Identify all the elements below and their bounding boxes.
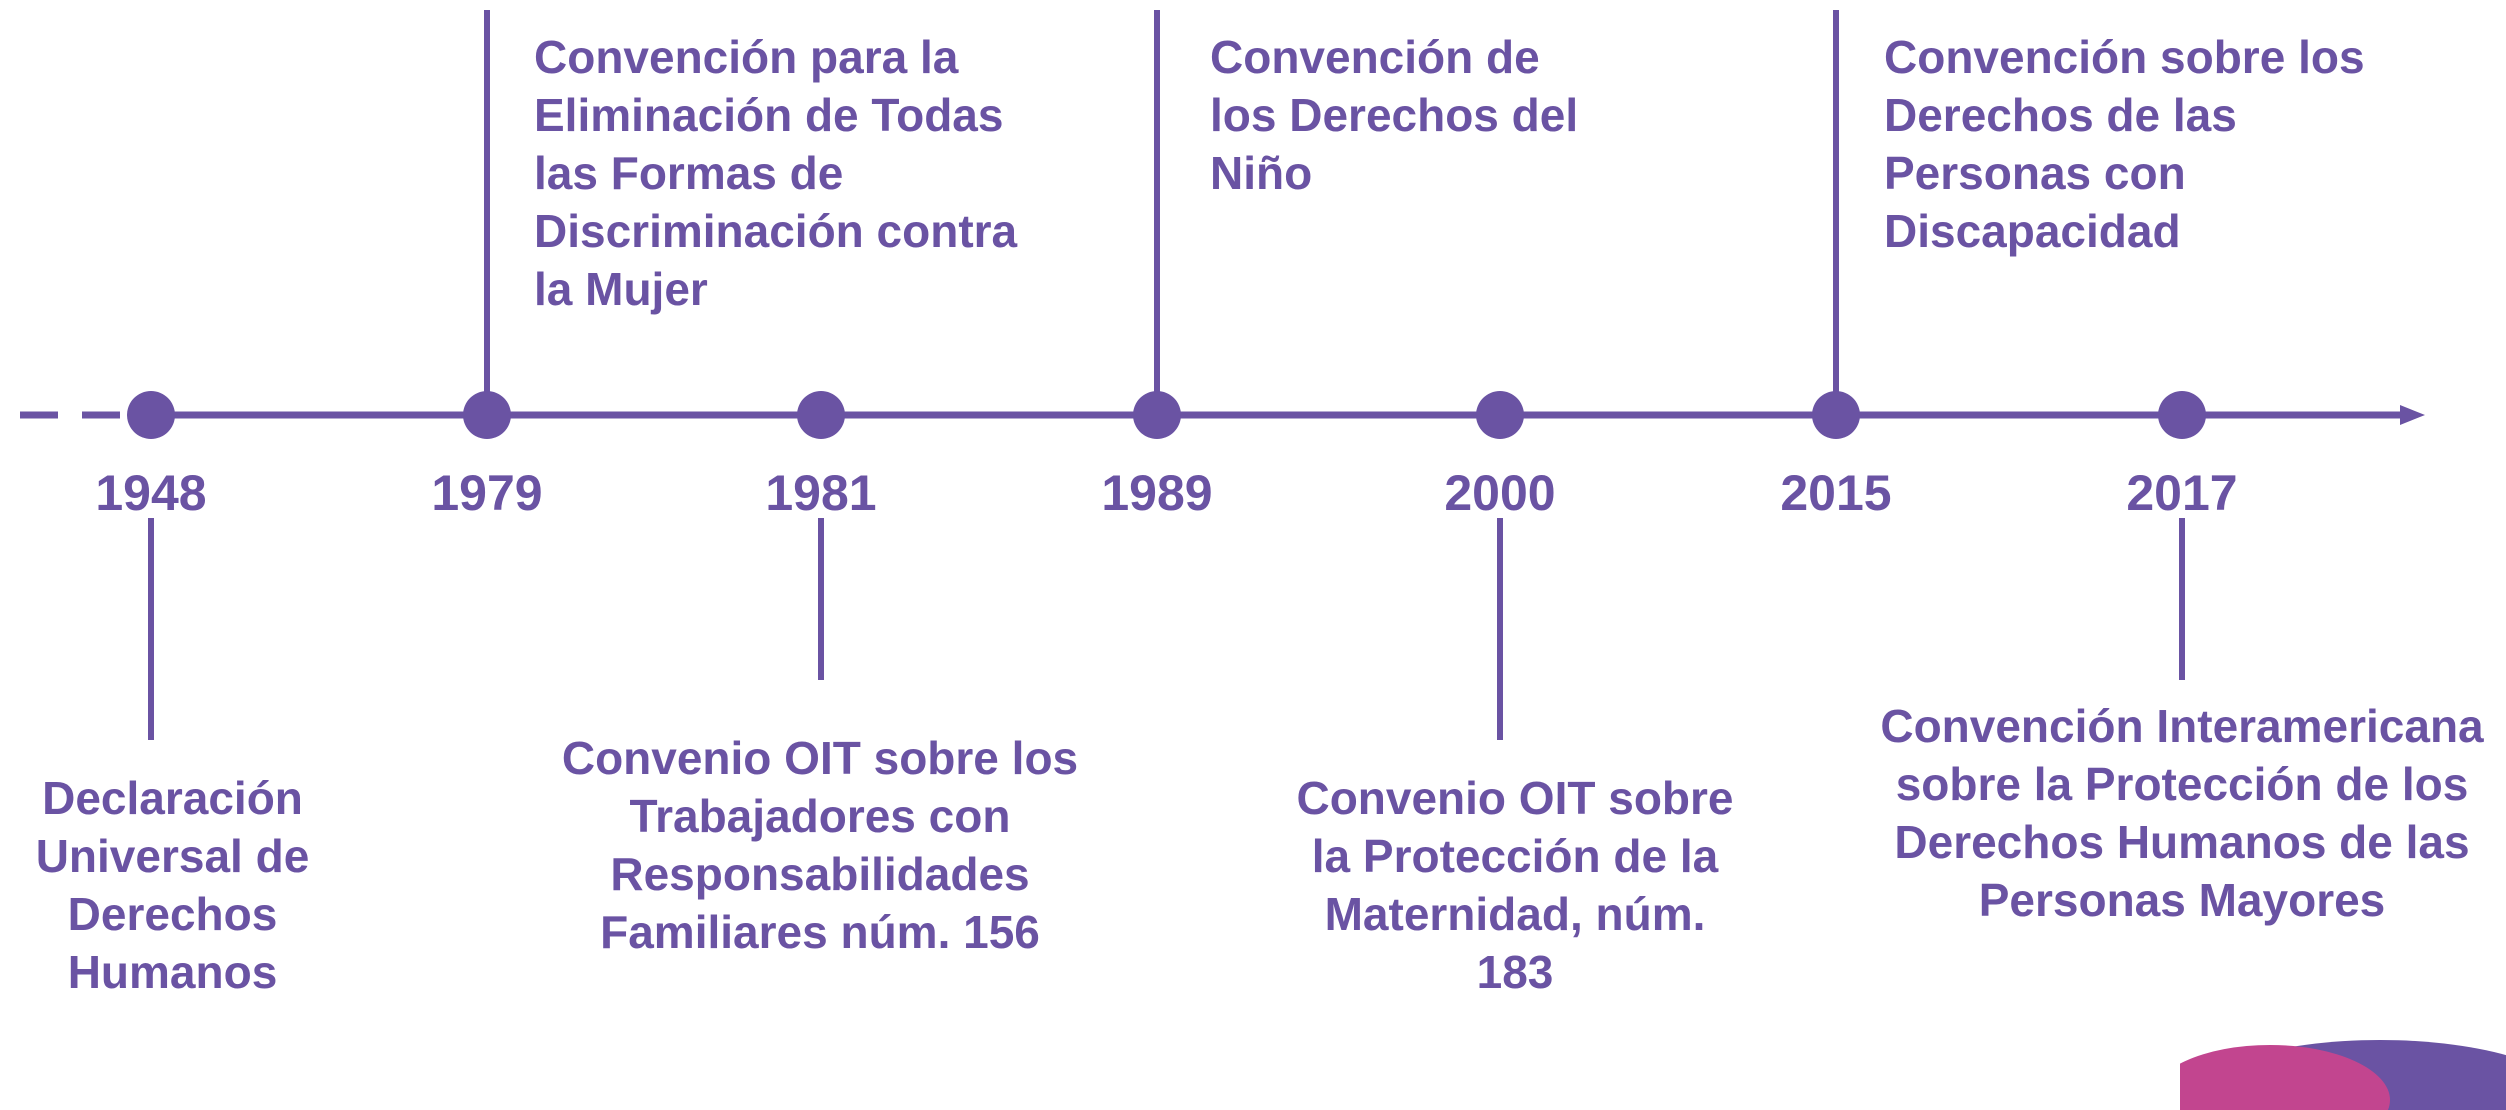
milestone-dot-1948 (127, 391, 175, 439)
event-label-1979: Convención para la Eliminación de Todas … (534, 31, 1018, 315)
year-label-2000: 2000 (1444, 465, 1556, 521)
year-label-1981: 1981 (765, 465, 877, 521)
milestone-dot-2017 (2158, 391, 2206, 439)
event-label-1981: Convenio OIT sobre los Trabajadores con … (561, 732, 1079, 958)
event-label-1948: Declaración Universal de Derechos Humano… (35, 772, 310, 998)
milestone-dot-1981 (797, 391, 845, 439)
year-label-1989: 1989 (1101, 465, 1213, 521)
decorative-arc (2180, 1040, 2506, 1110)
timeline-arrowhead (2400, 405, 2425, 425)
event-label-2000: Convenio OIT sobre la Protección de la M… (1296, 772, 1734, 998)
year-label-2017: 2017 (2126, 465, 2238, 521)
milestone-dot-1979 (463, 391, 511, 439)
year-label-1948: 1948 (95, 465, 207, 521)
milestone-dot-1989 (1133, 391, 1181, 439)
year-label-2015: 2015 (1780, 465, 1892, 521)
milestone-dot-2015 (1812, 391, 1860, 439)
event-label-1989: Convención de los Derechos del Niño (1210, 31, 1579, 199)
event-label-2015: Convención sobre los Derechos de las Per… (1884, 31, 2365, 257)
year-label-1979: 1979 (431, 465, 543, 521)
timeline-graphic (20, 10, 2425, 740)
milestone-dot-2000 (1476, 391, 1524, 439)
event-label-2017: Convención Interamericana sobre la Prote… (1880, 700, 2484, 926)
